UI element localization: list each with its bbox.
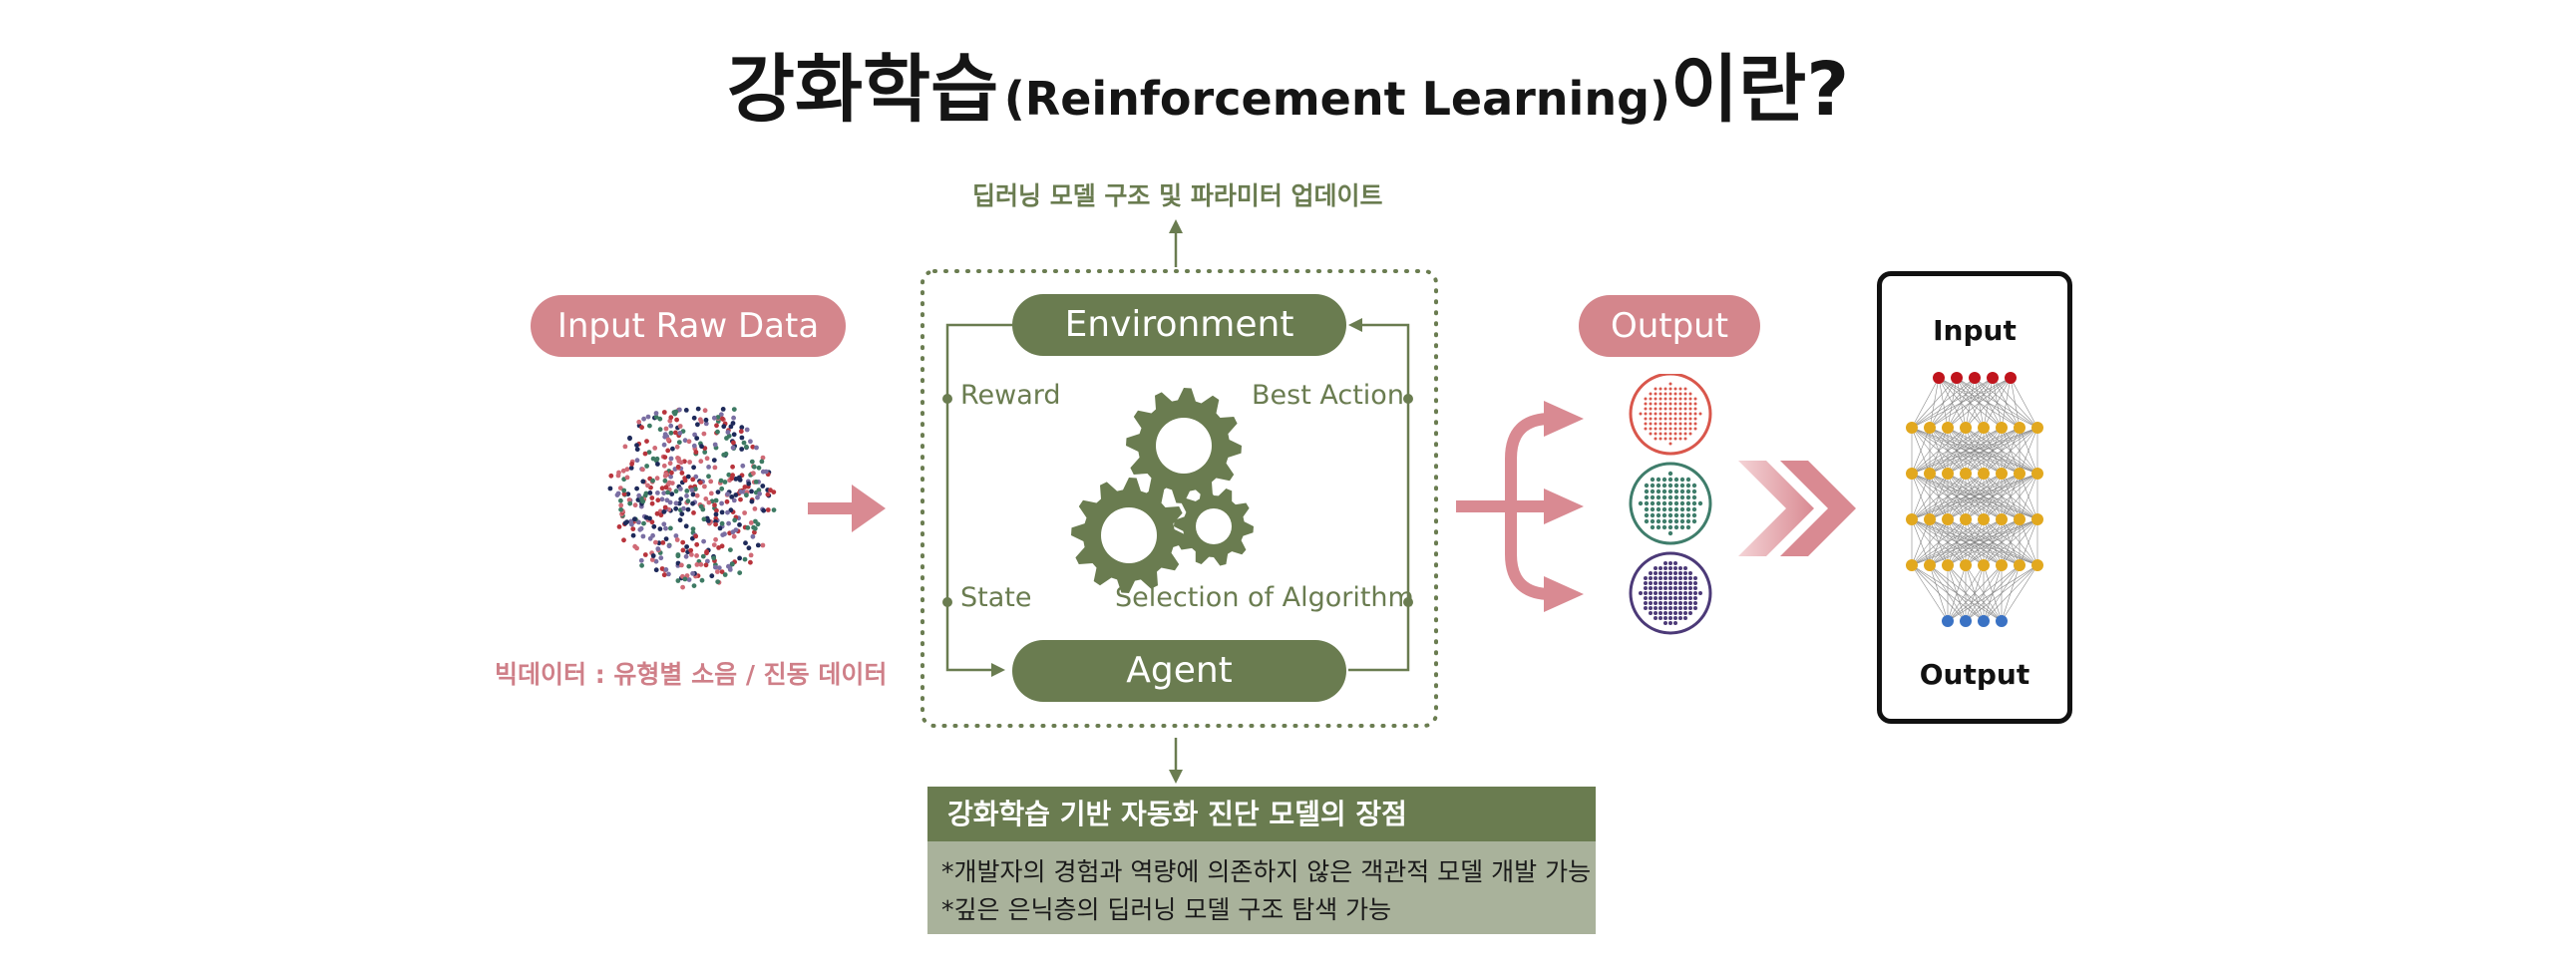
output-classes — [1629, 374, 1712, 635]
network-output-label: Output — [1919, 658, 2030, 691]
update-note: 딥러닝 모델 구조 및 파라미터 업데이트 — [972, 181, 1383, 210]
environment-pill: Environment — [1012, 294, 1346, 356]
double-chevron-icon — [1738, 461, 1856, 556]
page-title: 강화학습 (Reinforcement Learning)이란? — [0, 30, 2576, 137]
rl-loop-diagram — [920, 219, 1438, 784]
input-caption: 빅데이터 : 유형별 소음 / 진동 데이터 — [495, 660, 888, 689]
advantage-item: *개발자의 경험과 역량에 의존하지 않은 객관적 모델 개발 가능 — [941, 857, 1592, 886]
selection-label: Selection of Algorithm — [1115, 582, 1414, 613]
best-action-label: Best Action — [1252, 380, 1404, 411]
network-input-label: Input — [1933, 314, 2017, 347]
neural-network-graph — [1906, 372, 2043, 627]
output-class-purple-icon — [1629, 551, 1712, 635]
neural-network-panel: Input Output — [1877, 271, 2072, 724]
raw-data-scatter — [607, 406, 777, 590]
output-label: Output — [1579, 295, 1760, 357]
input-arrow-icon — [808, 485, 886, 532]
branch-arrows-icon — [1456, 401, 1584, 612]
reward-label: Reward — [960, 380, 1061, 411]
title-suffix: 이란? — [1670, 47, 1850, 133]
advantages-box: 강화학습 기반 자동화 진단 모델의 장점 *개발자의 경험과 역량에 의존하지… — [927, 787, 1596, 934]
title-prefix: 강화학습 — [726, 47, 999, 133]
output-class-red-icon — [1629, 374, 1712, 456]
state-label: State — [960, 582, 1032, 613]
output-class-teal-icon — [1629, 462, 1712, 545]
title-english: (Reinforcement Learning) — [1003, 72, 1671, 126]
advantages-heading: 강화학습 기반 자동화 진단 모델의 장점 — [927, 787, 1596, 841]
input-raw-data-label: Input Raw Data — [531, 295, 846, 357]
advantage-item: *깊은 은닉층의 딥러닝 모델 구조 탐색 가능 — [941, 895, 1392, 924]
agent-pill: Agent — [1012, 640, 1346, 702]
